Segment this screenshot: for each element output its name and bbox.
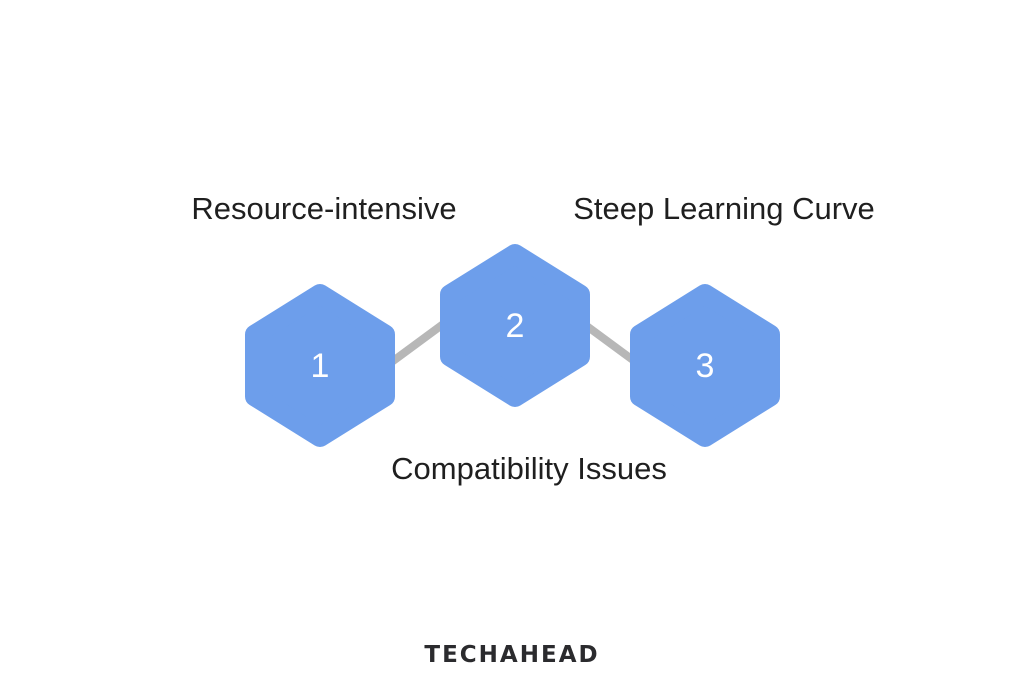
node-number-2: 2 bbox=[505, 306, 525, 345]
node-number-1: 1 bbox=[310, 346, 330, 385]
hexagon-node-2: 2 bbox=[440, 244, 590, 407]
label-steep-learning-curve: Steep Learning Curve bbox=[573, 191, 875, 226]
techahead-logo: TECHAHEAD bbox=[424, 642, 600, 668]
hexagon-shape bbox=[245, 284, 395, 447]
hexagon-node-3: 3 bbox=[630, 284, 780, 447]
hexagon-node-1: 1 bbox=[245, 284, 395, 447]
node-number-3: 3 bbox=[695, 346, 715, 385]
hexagon-shape bbox=[440, 244, 590, 407]
label-resource-intensive: Resource-intensive bbox=[191, 191, 457, 226]
label-compatibility-issues: Compatibility Issues bbox=[391, 451, 667, 486]
hexagon-shape bbox=[630, 284, 780, 447]
